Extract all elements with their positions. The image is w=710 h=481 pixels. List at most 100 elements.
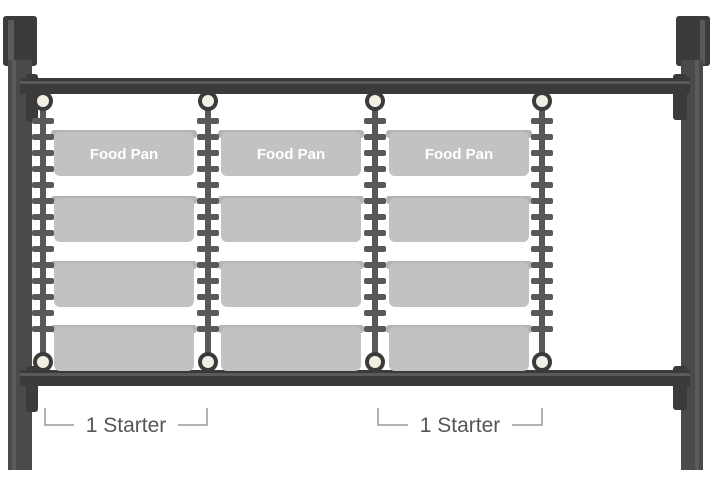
rail-clip [531,182,553,188]
rail-clip [531,118,553,124]
rail-clip [364,198,386,204]
rail-clip [364,214,386,220]
rail-clip [364,310,386,316]
rail-clip [32,118,54,124]
frame [3,16,710,470]
food-pan [221,198,361,242]
starter-bracket: 1 Starter [377,408,543,437]
rail-clip [197,294,219,300]
rail-clip [197,182,219,188]
starter-bracket-left-line [377,408,408,426]
starter-label: 1 Starter [420,414,501,437]
rail-clip [32,230,54,236]
right-post-shine [695,60,699,470]
top-crossbar [20,78,690,94]
starter-brackets: 1 Starter 1 Starter [44,408,543,437]
rail-clip [197,118,219,124]
rail-clip [32,182,54,188]
rail-clip [32,262,54,268]
rail-clip [364,182,386,188]
rail-clip [197,134,219,140]
food-pan [54,132,194,176]
rail-bottom-cap-light [369,356,381,368]
rail-clip [197,310,219,316]
food-pan [54,327,194,371]
food-pan [389,198,529,242]
rail-top-cap-light [536,95,548,107]
food-pan [221,132,361,176]
rail-clip [32,198,54,204]
rail-top-cap-light [37,95,49,107]
left-post-cap-shine [8,20,14,64]
rail-clip [531,294,553,300]
pan-grid [51,130,532,371]
rail-clip [364,246,386,252]
right-post-cap-shine [700,20,705,64]
rail-clip [531,214,553,220]
rail-clip [32,246,54,252]
food-pan-label: Food Pan [425,146,493,163]
rail-clip [197,150,219,156]
rail-clip [531,326,553,332]
food-pan [389,132,529,176]
rail-clip [531,262,553,268]
pan-labels: Food Pan Food Pan Food Pan [90,146,493,163]
food-pan [54,263,194,307]
rail-bottom-cap-light [202,356,214,368]
rail-clip [197,166,219,172]
left-post-shine [12,60,16,470]
rail-clip [364,294,386,300]
food-pan-label: Food Pan [257,146,325,163]
rail-clip [32,326,54,332]
bottom-crossbar-shine [20,373,690,376]
rail-clip [197,198,219,204]
rail-clip [197,262,219,268]
food-pan [221,327,361,371]
rail-clip [531,230,553,236]
starter-bracket-right-line [178,408,208,426]
food-pan [221,263,361,307]
rail-clip [531,166,553,172]
rail-clip [32,278,54,284]
rail-clip [531,150,553,156]
rail-clip [197,230,219,236]
starter-label: 1 Starter [86,414,167,437]
rail-clip [364,230,386,236]
food-pan-label: Food Pan [90,146,158,163]
rail-clip [364,326,386,332]
rail-clip [197,278,219,284]
rail-clip [531,246,553,252]
rail-clip [531,134,553,140]
rail-clip [197,246,219,252]
rail-clip [32,166,54,172]
starter-bracket: 1 Starter [44,408,208,437]
starter-bracket-right-line [512,408,543,426]
rail-clip [364,150,386,156]
rail-clip [364,166,386,172]
rail-top-cap-light [369,95,381,107]
rail-clip [531,310,553,316]
food-pan [54,198,194,242]
rail-clip [32,214,54,220]
rails [32,91,553,372]
rail-clip [197,326,219,332]
food-pan [389,327,529,371]
top-crossbar-shine [20,81,690,84]
rail-clip [197,214,219,220]
rail-clip [531,278,553,284]
rail-clip [32,310,54,316]
rail-clip [32,150,54,156]
rail-bottom-cap-light [37,356,49,368]
rail-clip [531,198,553,204]
rail-bottom-cap-light [536,356,548,368]
rail-clip [364,262,386,268]
rail-top-cap-light [202,95,214,107]
rail-clip [32,134,54,140]
food-pan [389,263,529,307]
rail-clip [364,134,386,140]
rail-clip [364,278,386,284]
rail-clip [32,294,54,300]
rail-clip [364,118,386,124]
starter-bracket-left-line [44,408,74,426]
